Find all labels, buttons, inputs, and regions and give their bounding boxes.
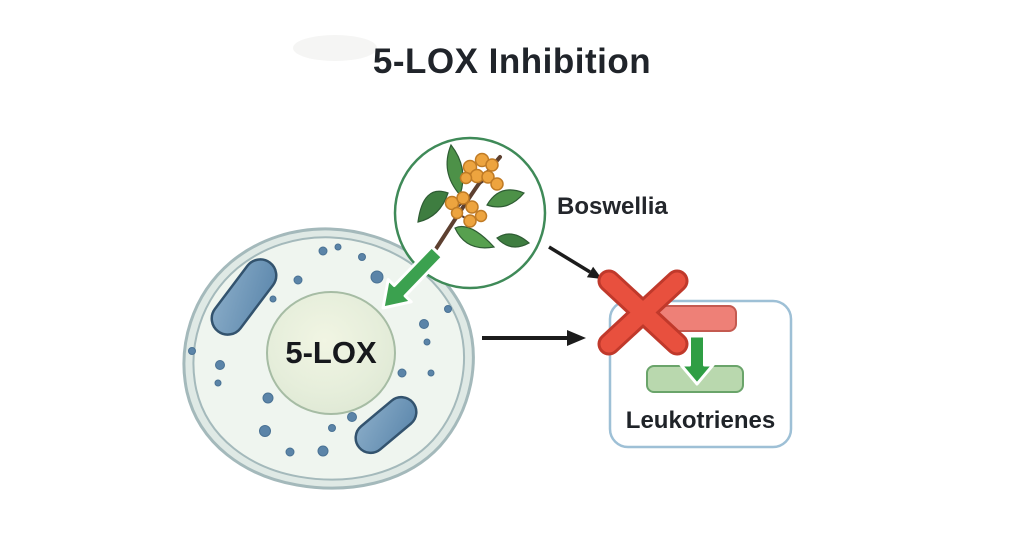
red-x-block-icon bbox=[597, 269, 689, 356]
organelle-bean-top-left bbox=[210, 258, 278, 336]
leukotriene-pathway-box bbox=[608, 299, 793, 449]
cell-nucleus bbox=[266, 291, 396, 415]
faint-smudge bbox=[293, 35, 377, 61]
boswellia-plant-icon bbox=[393, 136, 547, 290]
green-inhibition-arrow-icon bbox=[381, 245, 444, 310]
boswellia-to-block-arrow bbox=[548, 245, 602, 279]
cell-to-block-arrow bbox=[482, 330, 586, 346]
diagram-title: 5-LOX Inhibition bbox=[372, 42, 652, 81]
organelle-dots bbox=[188, 243, 452, 457]
boswellia-label: Boswellia bbox=[557, 193, 668, 220]
green-down-arrow-icon bbox=[679, 334, 715, 386]
leukotrienes-label: Leukotrienes bbox=[625, 407, 776, 434]
organelle-bean-bottom-right bbox=[354, 395, 418, 455]
nucleus-label: 5-LOX bbox=[285, 335, 377, 370]
